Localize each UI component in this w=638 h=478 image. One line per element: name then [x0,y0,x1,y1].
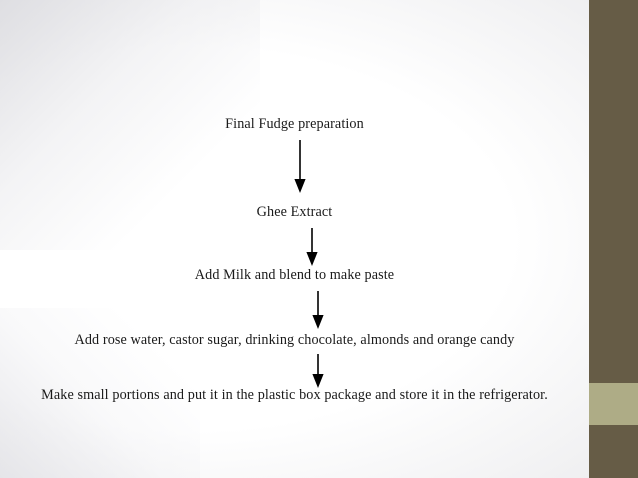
flow-step-add-milk-blend-paste: Add Milk and blend to make paste [194,267,395,283]
down-arrow-icon [312,354,324,388]
flow-step-final-fudge-preparation: Final Fudge preparation [225,116,364,132]
flow-step-make-portions-store: Make small portions and put it in the pl… [41,387,548,403]
sidebar-band-light-accent [589,383,638,425]
decorative-sidebar [589,0,638,478]
flow-step-add-ingredients: Add rose water, castor sugar, drinking c… [74,332,515,348]
down-arrow-icon [294,140,306,193]
down-arrow-icon [306,228,318,266]
flow-step-ghee-extract: Ghee Extract [256,204,333,220]
sidebar-band-dark-bottom [589,425,638,478]
down-arrow-icon [312,291,324,329]
sidebar-band-dark-top [589,0,638,383]
flowchart: Final Fudge preparation Ghee Extract Add… [41,116,548,403]
